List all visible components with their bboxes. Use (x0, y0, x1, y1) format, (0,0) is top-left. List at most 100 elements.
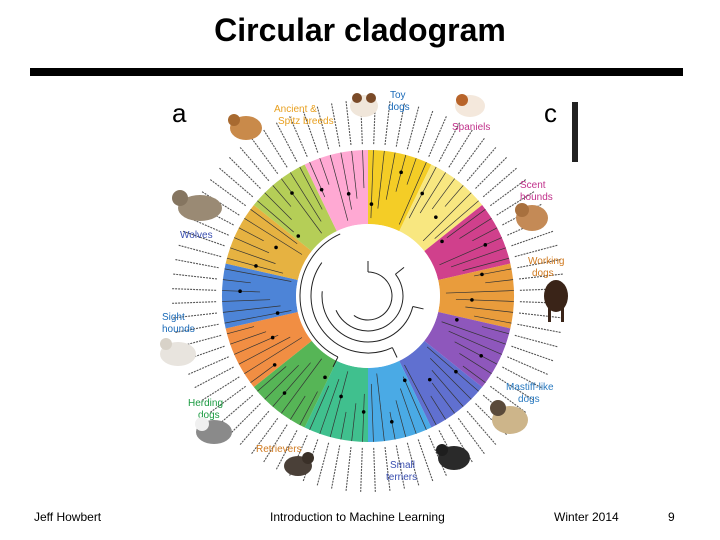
leaf-label-stub (275, 430, 298, 470)
footer-term: Winter 2014 (554, 510, 619, 524)
tree-branch (431, 178, 455, 210)
tree-branch (230, 247, 276, 264)
tree-branch (481, 326, 510, 335)
group-label-small-terriers: Small (390, 460, 415, 471)
node-marker (339, 394, 343, 399)
tree-branch (309, 385, 330, 430)
node-marker (454, 369, 458, 374)
leaf-label-stub (428, 116, 447, 157)
leaf-label-stub (417, 110, 434, 153)
tree-branch (398, 162, 427, 225)
tree-branch (351, 150, 358, 199)
tree-branch (230, 331, 267, 345)
node-marker (420, 191, 425, 196)
tree-branch (264, 192, 292, 220)
tree-branch (222, 279, 251, 284)
tree-branch (329, 154, 349, 221)
leaf-label-stub (239, 410, 270, 445)
tree-branch (370, 150, 374, 219)
leaf-label-stub (428, 435, 447, 476)
tree-branch (459, 218, 492, 239)
node-marker (270, 335, 275, 340)
tree-branch (244, 337, 303, 374)
tree-branch (485, 279, 514, 284)
leaf-label-stub (251, 137, 279, 175)
tree-branch (376, 373, 385, 442)
node-marker (470, 298, 474, 302)
inner-branch-spoke (395, 267, 405, 275)
node-marker (399, 170, 403, 175)
leaf-label-stub (345, 446, 352, 491)
leaf-label-stub (373, 447, 376, 492)
tree-branch (281, 178, 322, 234)
leaf-label-stub (514, 334, 558, 348)
leaf-label-stub (489, 179, 527, 207)
leaf-label-stub (406, 442, 420, 486)
dog-photo-toy (350, 93, 378, 117)
node-marker (427, 377, 432, 382)
tree-branch (385, 152, 396, 200)
leaf-label-stub (475, 157, 507, 189)
tree-branch (474, 315, 512, 324)
leaf-label-stub (406, 106, 420, 150)
leaf-label-stub (316, 442, 330, 486)
leaf-label-stub (384, 446, 391, 491)
leaf-label-stub (201, 191, 240, 216)
clade-sector (399, 340, 483, 428)
inner-branch-arc (353, 271, 393, 321)
tree-branch (459, 353, 492, 374)
tree-branch (299, 391, 318, 426)
clade-sector (253, 164, 337, 252)
node-marker (272, 363, 277, 367)
tree-branch (445, 290, 514, 294)
tree-branch (439, 237, 502, 266)
tree-branch (222, 299, 271, 302)
inner-branch-spoke (332, 356, 339, 368)
group-label-herding: Herding (188, 398, 223, 409)
leaf-label-stub (263, 129, 288, 168)
leaf-label-stub (175, 259, 219, 269)
title-divider (30, 68, 683, 76)
tree-branch (434, 200, 479, 239)
leaf-label-stub (489, 385, 527, 413)
clade-sector (368, 150, 432, 232)
tree-branch (450, 247, 506, 268)
leaf-label-stub (251, 417, 279, 455)
tree-branch (264, 365, 299, 400)
node-marker (346, 192, 351, 196)
tree-branch (290, 172, 322, 222)
clade-sector (304, 150, 368, 232)
footer-author: Jeff Howbert (34, 510, 102, 524)
leaf-label-stub (178, 244, 222, 258)
group-label-ancient-2: Spitz breeds (278, 116, 334, 127)
leaf-label-stub (417, 439, 434, 482)
clade-sector (424, 204, 511, 280)
clade-sector (225, 204, 312, 280)
node-marker (296, 234, 301, 238)
group-label-ancient: Ancient & (274, 104, 317, 115)
tree-branch (272, 185, 292, 207)
leaf-label-stub (239, 147, 270, 182)
dog-photo-sight-hound (160, 338, 196, 366)
node-marker (282, 391, 287, 395)
node-marker (389, 419, 394, 424)
tree-branch (441, 321, 506, 345)
leaf-label-stub (172, 288, 217, 291)
tree-branch (472, 227, 498, 242)
tree-branch (389, 411, 396, 440)
leaf-labels (172, 100, 564, 492)
dog-photo-spaniel (455, 94, 485, 117)
tree-branch (226, 326, 255, 335)
tree-branch (377, 150, 385, 209)
tree-branch (340, 411, 347, 440)
inner-branch-arc (299, 233, 341, 358)
leaf-label-stub (518, 312, 563, 319)
group-label-wolves: Wolves (180, 230, 213, 241)
tree-branch (406, 158, 417, 185)
leaf-label-stub (482, 167, 517, 198)
dog-photo-retriever (284, 452, 314, 476)
leaf-label-stub (302, 110, 319, 153)
dog-photo-working (544, 280, 568, 322)
tree-branch (422, 192, 472, 242)
tree-branch (244, 218, 303, 255)
